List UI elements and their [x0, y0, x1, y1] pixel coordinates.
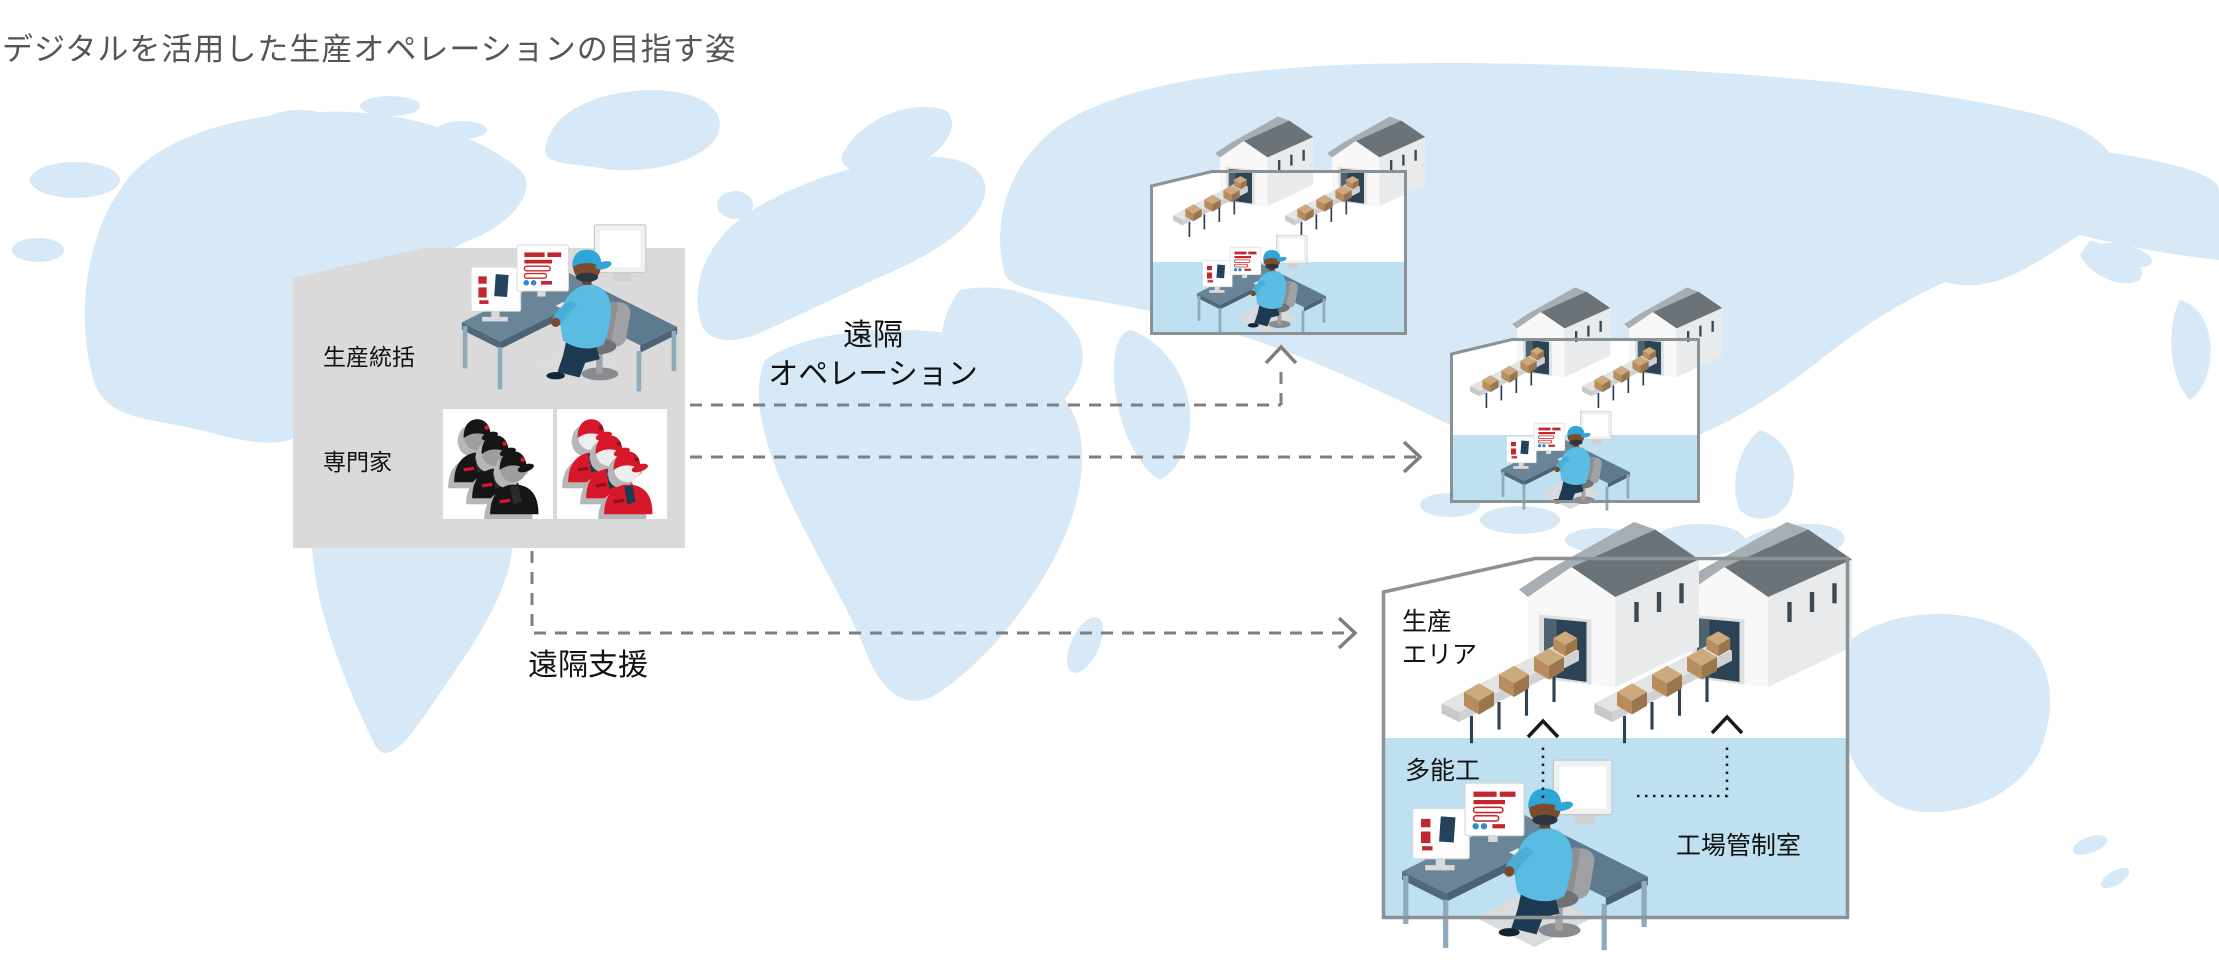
- overseas-site-panel-right: [1450, 286, 1724, 512]
- factory-site-panel: [1381, 482, 1862, 951]
- remote-operation-label-line1: 遠隔: [843, 319, 903, 352]
- expert-team-black-card: [443, 409, 553, 519]
- production-supervision-label: 生産統括: [323, 344, 415, 370]
- remote-operation-label: 遠隔 オペレーション: [738, 316, 1008, 394]
- page-title: デジタルを活用した生産オペレーションの目指す姿: [2, 32, 737, 67]
- multi-skilled-worker-label: 多能工: [1405, 757, 1481, 785]
- expert-team-red-icon: [557, 409, 667, 519]
- production-area-label-line2: エリア: [1402, 641, 1478, 669]
- factory-control-room-label: 工場管制室: [1676, 832, 1802, 860]
- production-area-label: 生産 エリア: [1402, 606, 1477, 672]
- hq-workstation-icon: [461, 224, 678, 393]
- expert-team-black-icon: [443, 409, 553, 519]
- experts-label: 専門家: [323, 449, 392, 475]
- remote-support-label: 遠隔支援: [528, 649, 648, 682]
- overseas-site-panel-top: [1150, 115, 1427, 336]
- expert-team-red-card: [557, 409, 667, 519]
- remote-operation-label-line2: オペレーション: [768, 358, 978, 391]
- production-area-label-line1: 生産: [1402, 608, 1453, 636]
